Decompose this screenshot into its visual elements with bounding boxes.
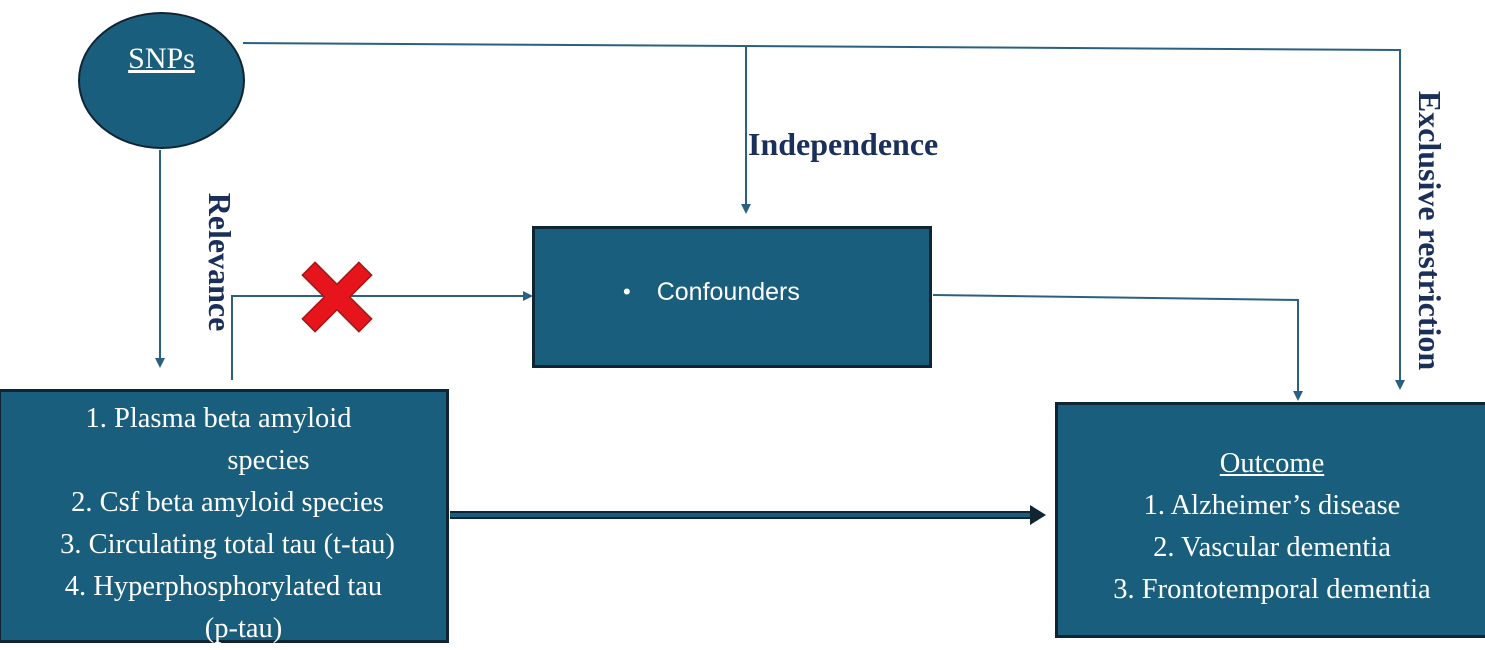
outcome-box: Outcome 1. Alzheimer’s disease 2. Vascul… [1055, 402, 1485, 638]
outcome-title: Outcome [1219, 448, 1325, 479]
confounders-bullet: • [623, 279, 631, 304]
exposure-line: 1. Plasma beta amyloid [85, 403, 352, 434]
independence-label: Independence [748, 126, 939, 162]
snps-top-line [242, 42, 1405, 390]
outcome-item: 2. Vascular dementia [1153, 532, 1391, 563]
red-x-cross-icon [301, 261, 373, 333]
confounders-label: Confounders [656, 277, 800, 306]
exposure-line: 3. Circulating total tau (t-tau) [60, 529, 395, 560]
exposure-to-confounders-arrow [231, 291, 533, 380]
exposure-line: 2. Csf beta amyloid species [71, 487, 384, 518]
snps-node: SNPs [78, 12, 245, 149]
relevance-label: Relevance [201, 192, 238, 332]
outcome-item: 1. Alzheimer’s disease [1143, 490, 1401, 521]
exposure-to-outcome-arrowhead [1030, 505, 1046, 525]
outcome-item: 3. Frontotemporal dementia [1113, 574, 1431, 605]
exposures-box: 1. Plasma beta amyloid species 2. Csf be… [0, 389, 449, 644]
snps-label: SNPs [128, 41, 195, 75]
exposure-line: 4. Hyperphosphorylated tau [64, 571, 383, 602]
confounders-to-outcome-arrow [932, 294, 1303, 401]
exclusive-restriction-label: Exclusive restriction [1412, 90, 1449, 371]
exposure-line: (p-tau) [204, 613, 283, 644]
confounders-box: • Confounders [532, 226, 932, 368]
exposure-line: species [227, 445, 310, 476]
